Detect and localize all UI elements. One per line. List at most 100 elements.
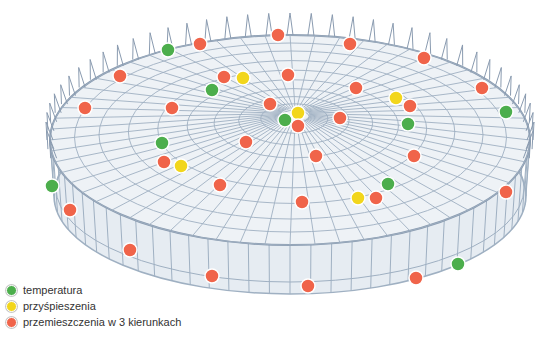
column xyxy=(351,241,352,290)
legend-swatch xyxy=(6,317,17,328)
sensor-dot xyxy=(409,271,423,285)
sensor-dot xyxy=(291,106,305,120)
legend-swatch xyxy=(6,285,17,296)
mast xyxy=(69,76,76,96)
mast xyxy=(149,33,155,54)
column xyxy=(330,243,332,292)
legend: temperaturaprzyśpieszeniaprzemieszczenia… xyxy=(6,282,181,330)
roof-ring xyxy=(158,70,427,188)
roof-structure xyxy=(46,13,534,294)
column xyxy=(442,220,445,271)
mast xyxy=(79,68,85,88)
column xyxy=(512,176,516,230)
mast xyxy=(513,85,520,104)
roof-radial xyxy=(149,120,287,225)
mast xyxy=(54,94,61,113)
roof-rim xyxy=(50,35,530,245)
column xyxy=(290,245,291,294)
column xyxy=(371,239,372,288)
legend-text: przemieszczenia w 3 kierunkach xyxy=(23,316,181,328)
column xyxy=(518,167,522,221)
roof-radial xyxy=(308,97,509,112)
mast xyxy=(495,68,501,88)
roof-radial xyxy=(297,36,316,109)
column xyxy=(82,193,85,246)
roof-radial xyxy=(302,120,410,230)
roof-radial xyxy=(51,116,280,151)
mast xyxy=(407,28,413,49)
column xyxy=(152,226,154,276)
roof-radial xyxy=(129,62,285,110)
sensor-dot xyxy=(45,179,59,193)
roof-radial xyxy=(216,40,291,109)
mast xyxy=(388,23,394,45)
mast xyxy=(523,103,530,122)
sensor-dot xyxy=(155,136,169,150)
sensor-dot xyxy=(165,101,179,115)
roof-radial xyxy=(301,121,388,236)
sensor-dot xyxy=(78,101,92,115)
mast xyxy=(523,140,530,159)
roof-radial xyxy=(51,114,280,129)
column xyxy=(189,235,191,285)
column xyxy=(170,231,172,281)
roof-radial xyxy=(301,44,388,109)
sensor-dot xyxy=(401,117,415,131)
mast xyxy=(287,13,293,35)
sensor-dot xyxy=(369,191,383,205)
sensor-dot xyxy=(451,257,465,271)
sensor-dot xyxy=(174,159,188,173)
mast xyxy=(308,13,314,35)
sensor-dot xyxy=(499,185,513,199)
roof-ring xyxy=(214,89,372,158)
roof-radial xyxy=(192,121,289,236)
column xyxy=(471,207,474,259)
sensor-dot xyxy=(157,155,171,169)
column xyxy=(269,245,270,294)
legend-entry: przemieszczenia w 3 kierunkach xyxy=(6,314,181,330)
sensor-dot xyxy=(217,70,231,84)
mast xyxy=(225,17,231,39)
sensor-dot xyxy=(417,51,431,65)
sensor-dot xyxy=(309,149,323,163)
roof-radial xyxy=(129,120,285,218)
mast xyxy=(50,140,57,159)
legend-text: temperatura xyxy=(23,284,82,296)
mast xyxy=(457,45,463,66)
column xyxy=(228,241,229,290)
column xyxy=(408,231,410,281)
roof-radial xyxy=(112,70,285,111)
sensor-dot xyxy=(263,97,277,111)
roof-radial xyxy=(82,118,282,192)
column xyxy=(58,167,62,221)
sensor-dot xyxy=(271,28,285,42)
roof-ring xyxy=(187,80,398,172)
column xyxy=(494,193,497,246)
mast xyxy=(505,76,512,96)
sensor-dot xyxy=(475,81,489,95)
sensor-dot xyxy=(239,135,253,149)
roof-radial xyxy=(306,119,469,210)
mast xyxy=(61,85,68,104)
column xyxy=(483,200,486,252)
mast xyxy=(205,20,211,42)
sensor-dot xyxy=(213,178,227,192)
sensor-dot xyxy=(343,37,357,51)
sensor-dot xyxy=(278,113,292,127)
mast xyxy=(117,45,123,66)
mast xyxy=(471,52,477,73)
sensor-dot xyxy=(499,105,513,119)
roof-ring xyxy=(50,35,530,245)
sensor-dot xyxy=(236,71,250,85)
roof-radial xyxy=(307,78,485,111)
sensor-dot xyxy=(301,279,315,293)
mast xyxy=(133,39,139,60)
sensor-dot xyxy=(161,43,175,57)
roof-radial xyxy=(307,119,485,202)
column xyxy=(93,200,96,252)
mast xyxy=(441,39,447,60)
roof-radial xyxy=(298,121,340,243)
mast xyxy=(526,113,533,131)
sensor-dot xyxy=(205,83,219,97)
legend-entry: temperatura xyxy=(6,282,181,298)
